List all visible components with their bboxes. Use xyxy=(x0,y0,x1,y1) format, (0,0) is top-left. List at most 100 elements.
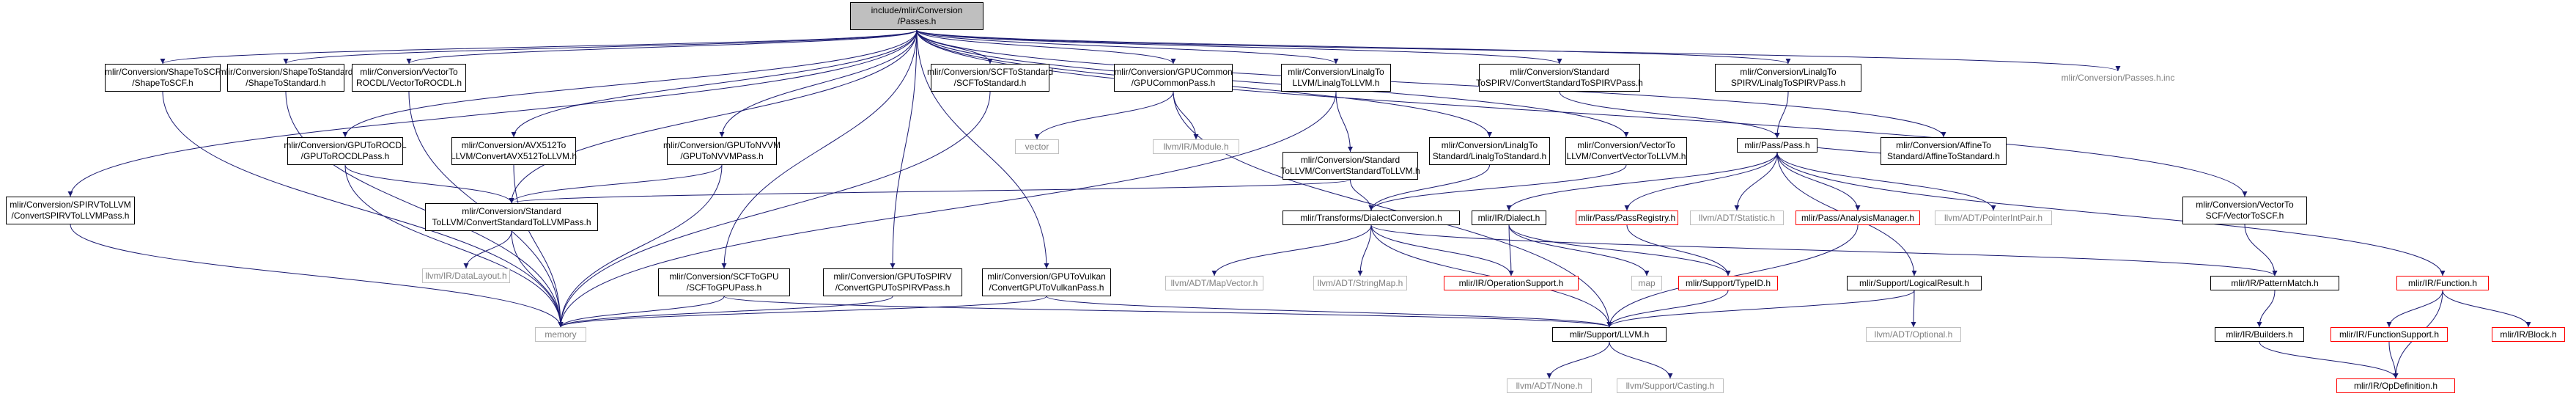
node-label-line: memory xyxy=(545,329,577,340)
edge-root-to-scfToGpu xyxy=(721,29,918,269)
graph-node-type-id[interactable]: mlir/Support/TypeID.h xyxy=(1678,276,1778,290)
graph-node-gpu-common[interactable]: mlir/Conversion/GPUCommon/GPUCommonPass.… xyxy=(1114,64,1233,92)
graph-node-pattern-match[interactable]: mlir/IR/PatternMatch.h xyxy=(2210,276,2339,290)
edge-passH-to-adtStatistic xyxy=(1734,152,1778,211)
edge-stdToLlvmStd-to-stdToLlvmPass xyxy=(509,179,1351,204)
graph-node-gpu-to-vulkan[interactable]: mlir/Conversion/GPUToVulkan/ConvertGPUTo… xyxy=(982,268,1111,296)
graph-node-shape-to-scf[interactable]: mlir/Conversion/ShapeToSCF/ShapeToSCF.h xyxy=(105,64,221,92)
graph-node-logical-result[interactable]: mlir/Support/LogicalResult.h xyxy=(1847,276,1982,290)
edge-root-to-affineToStd xyxy=(916,29,1946,138)
graph-node-passes-inc: mlir/Conversion/Passes.h.inc xyxy=(2052,71,2184,84)
edge-passH-to-analysisManager xyxy=(1776,152,1861,211)
node-label-line: Standard/AffineToStandard.h xyxy=(1887,151,2000,161)
graph-node-llvm-module[interactable]: llvm/IR/Module.h xyxy=(1153,139,1239,154)
edge-root-to-vectorToScf xyxy=(916,29,2248,197)
edge-logicalResult-to-supportLlvm xyxy=(1606,290,1915,328)
graph-node-op-support[interactable]: mlir/IR/OperationSupport.h xyxy=(1444,276,1579,290)
graph-node-analysis-manager[interactable]: mlir/Pass/AnalysisManager.h xyxy=(1796,211,1920,225)
graph-node-builders[interactable]: mlir/IR/Builders.h xyxy=(2215,327,2304,342)
node-label-line: mlir/IR/OpDefinition.h xyxy=(2353,380,2438,391)
edge-passH-to-irDialect xyxy=(1506,152,1778,211)
edge-scfToStd-to-memory xyxy=(558,91,991,328)
edge-patternMatch-to-builders xyxy=(2256,290,2276,328)
graph-node-scf-to-gpu[interactable]: mlir/Conversion/SCFToGPU/SCFToGPUPass.h xyxy=(658,268,790,296)
graph-node-adt-statistic[interactable]: llvm/ADT/Statistic.h xyxy=(1690,211,1784,225)
graph-node-ir-dialect[interactable]: mlir/IR/Dialect.h xyxy=(1472,211,1546,225)
node-label-line: llvm/ADT/Optional.h xyxy=(1874,329,1953,340)
node-label-line: mlir/Support/LogicalResult.h xyxy=(1859,277,1970,288)
node-label-line: /SCFToStandard.h xyxy=(953,78,1027,88)
node-label-line: llvm/IR/DataLayout.h xyxy=(425,270,507,281)
graph-node-pointer-int-pair[interactable]: llvm/ADT/PointerIntPair.h xyxy=(1935,211,2052,225)
graph-node-function-support[interactable]: mlir/IR/FunctionSupport.h xyxy=(2330,327,2448,342)
graph-node-ir-function[interactable]: mlir/IR/Function.h xyxy=(2396,276,2489,290)
graph-node-pass-h[interactable]: mlir/Pass/Pass.h xyxy=(1737,138,1817,153)
graph-node-support-casting[interactable]: llvm/Support/Casting.h xyxy=(1617,378,1724,393)
node-label-line: ToLLVM/ConvertStandardToLLVM.h xyxy=(1280,166,1420,176)
graph-node-root[interactable]: include/mlir/Conversion/Passes.h xyxy=(850,2,983,30)
graph-node-scf-to-std[interactable]: mlir/Conversion/SCFToStandard/SCFToStand… xyxy=(927,64,1053,92)
node-label-line: mlir/Conversion/LinalgTo xyxy=(1441,140,1538,150)
node-label-line: /ConvertGPUToSPIRVPass.h xyxy=(835,282,951,293)
graph-node-adt-none[interactable]: llvm/ADT/None.h xyxy=(1507,378,1592,393)
graph-node-vector[interactable]: vector xyxy=(1015,139,1059,154)
graph-node-support-llvm[interactable]: mlir/Support/LLVM.h xyxy=(1552,327,1667,342)
node-label-line: mlir/IR/Builders.h xyxy=(2226,329,2293,340)
edge-supportLlvm-to-supportCasting xyxy=(1609,341,1673,379)
edge-passH-to-irFunction xyxy=(1776,152,2446,277)
edge-spirvToLlvm-to-memory xyxy=(70,224,564,328)
graph-node-op-definition[interactable]: mlir/IR/OpDefinition.h xyxy=(2336,378,2455,393)
edge-root-to-gpuToSpirv xyxy=(890,29,918,269)
graph-node-data-layout[interactable]: llvm/IR/DataLayout.h xyxy=(422,268,510,283)
graph-node-string-map[interactable]: llvm/ADT/StringMap.h xyxy=(1313,276,1407,290)
edge-gpuToVulkan-to-supportLlvm xyxy=(1046,296,1612,328)
edge-gpuToSpirv-to-memory xyxy=(558,296,893,328)
node-label-line: mlir/Conversion/VectorTo xyxy=(1577,140,1675,150)
graph-node-pass-registry[interactable]: mlir/Pass/PassRegistry.h xyxy=(1576,211,1678,225)
graph-node-memory[interactable]: memory xyxy=(535,327,586,342)
graph-node-ir-block[interactable]: mlir/IR/Block.h xyxy=(2492,327,2565,342)
graph-node-adt-optional[interactable]: llvm/ADT/Optional.h xyxy=(1866,327,1961,342)
node-label-line: llvm/ADT/MapVector.h xyxy=(1170,277,1258,288)
edge-root-to-gpuCommon xyxy=(916,29,1176,65)
node-label-line: /GPUToROCDLPass.h xyxy=(300,151,390,161)
graph-node-gpu-to-nvvm[interactable]: mlir/Conversion/GPUToNVVM/GPUToNVVMPass.… xyxy=(663,137,780,165)
node-label-line: include/mlir/Conversion xyxy=(871,5,963,15)
node-label-line: mlir/IR/Dialect.h xyxy=(1477,212,1540,223)
graph-node-shape-to-std[interactable]: mlir/Conversion/ShapeToStandard/ShapeToS… xyxy=(219,64,353,92)
edge-stdToLlvmPass-to-dataLayout xyxy=(463,230,512,269)
node-label-line: mlir/Conversion/Standard xyxy=(1510,67,1609,77)
node-label-line: llvm/IR/Module.h xyxy=(1163,141,1229,152)
edge-root-to-shapeToStd xyxy=(283,29,918,65)
node-label-line: SCF/VectorToSCF.h xyxy=(2205,211,2284,221)
node-label-line: mlir/IR/PatternMatch.h xyxy=(2231,277,2319,288)
edge-dialectConversion-to-mapVector xyxy=(1211,224,1372,277)
node-label-line: SPIRV/LinalgToSPIRVPass.h xyxy=(1730,78,1846,88)
graph-node-spirv-to-llvm[interactable]: mlir/Conversion/SPIRVToLLVM/ConvertSPIRV… xyxy=(6,197,135,224)
graph-node-map[interactable]: map xyxy=(1631,276,1662,290)
graph-node-gpu-to-spirv[interactable]: mlir/Conversion/GPUToSPIRV/ConvertGPUToS… xyxy=(823,268,962,296)
edge-root-to-passesInc xyxy=(916,29,2121,72)
graph-node-dialect-conversion[interactable]: mlir/Transforms/DialectConversion.h xyxy=(1283,211,1460,225)
node-label-line: mlir/IR/FunctionSupport.h xyxy=(2339,329,2440,340)
node-label-line: mlir/Support/TypeID.h xyxy=(1685,277,1771,288)
node-label-line: mlir/Conversion/GPUToSPIRV xyxy=(833,271,952,282)
edge-logicalResult-to-adtOptional xyxy=(1911,290,1916,328)
graph-node-gpu-to-rocdl[interactable]: mlir/Conversion/GPUToROCDL/GPUToROCDLPas… xyxy=(284,137,407,165)
edge-irFunction-to-functionSupport xyxy=(2386,290,2443,328)
edge-root-to-gpuToRocdl xyxy=(342,29,918,138)
graph-node-map-vector[interactable]: llvm/ADT/MapVector.h xyxy=(1165,276,1263,290)
node-label-line: /Passes.h xyxy=(897,16,937,26)
edge-irFunction-to-irBlock xyxy=(2442,290,2531,328)
